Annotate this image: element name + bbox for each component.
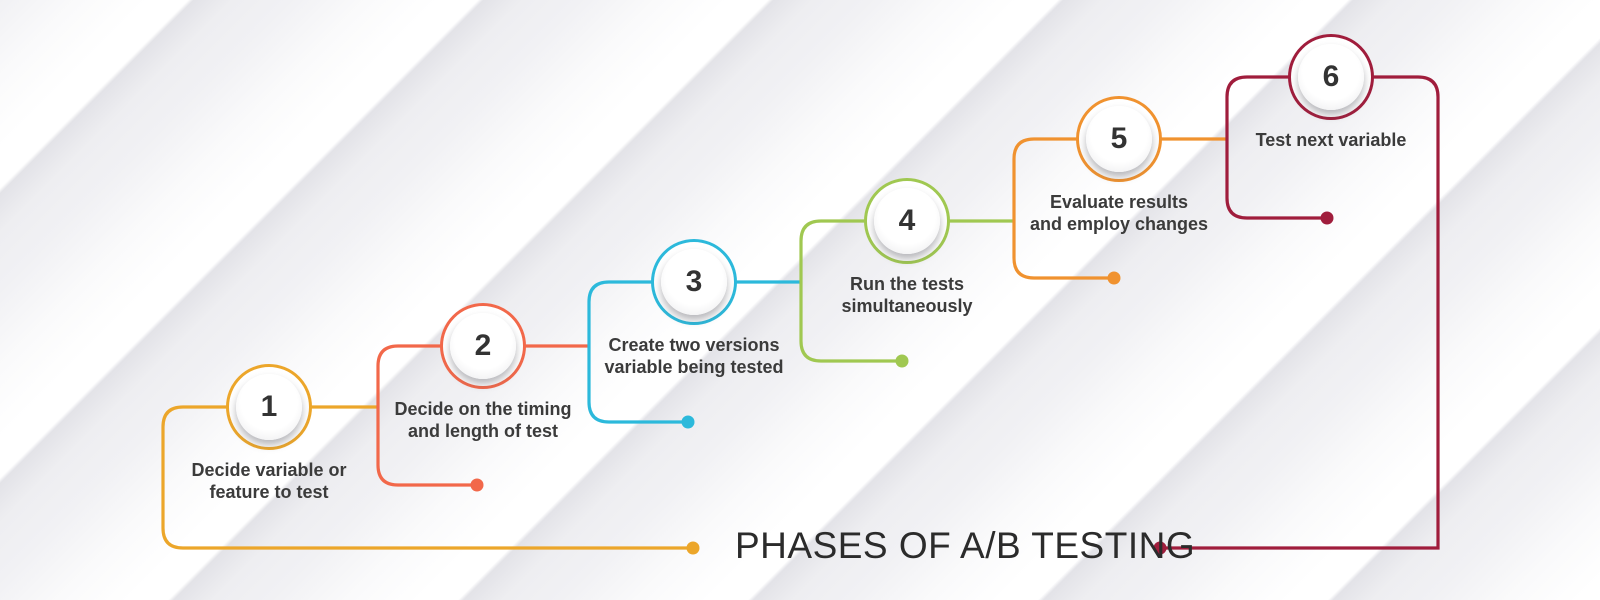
phase-4-connector (799, 219, 1014, 368)
phase-4-number: 4 (898, 204, 916, 237)
phase-2-hook-line (376, 344, 477, 487)
phase-6-end-dot (1153, 541, 1167, 555)
phase-4-hook-line (799, 219, 902, 363)
phase-6-connector (1153, 75, 1440, 555)
phase-3-disc: 3 (661, 249, 727, 315)
phase-2-number: 2 (474, 329, 492, 362)
phase-2-terminal-dot (470, 478, 484, 492)
phase-1-terminal-dot (686, 541, 700, 555)
phase-2-node: 2 (440, 303, 526, 389)
phase-3-hook-line (587, 280, 688, 424)
phase-5-connector (1012, 137, 1227, 285)
phase-4-node: 4 (864, 178, 950, 264)
phase-2-disc: 2 (450, 313, 516, 379)
phase-1-label: Decide variable or feature to test (191, 460, 347, 502)
phase-6-hook-line (1225, 75, 1327, 220)
phase-3-label: Create two versions variable being teste… (604, 335, 784, 377)
phase-1-hook-line (161, 405, 693, 550)
phase-5-hook-line (1012, 137, 1114, 280)
phase-1-node: 1 (226, 364, 312, 450)
phase-5-disc: 5 (1086, 106, 1152, 172)
phase-6-terminal-dot (1320, 211, 1334, 225)
phase-3-terminal-dot (681, 415, 695, 429)
phase-5-terminal-dot (1107, 271, 1121, 285)
phase-6-label: Test next variable (1255, 130, 1407, 150)
phase-3-number: 3 (685, 265, 703, 298)
phase-4-terminal-dot (895, 354, 909, 368)
phase-6-number: 6 (1322, 60, 1340, 93)
phase-1-number: 1 (260, 390, 278, 423)
phase-5-number: 5 (1110, 122, 1128, 155)
infographic-title: PHASES OF A/B TESTING (735, 525, 1196, 566)
phase-2-connector (376, 344, 589, 492)
phase-1-disc: 1 (236, 374, 302, 440)
phase-6-link-line (1160, 75, 1440, 550)
phase-4-label: Run the tests simultaneously (841, 274, 973, 316)
phase-5-label: Evaluate results and employ changes (1029, 192, 1209, 234)
phase-5-node: 5 (1076, 96, 1162, 182)
phase-6-disc: 6 (1298, 44, 1364, 110)
phase-4-disc: 4 (874, 188, 940, 254)
phase-3-node: 3 (651, 239, 737, 325)
phase-2-label: Decide on the timing and length of test (394, 399, 572, 441)
phase-6-node: 6 (1288, 34, 1374, 120)
phase-3-connector (587, 280, 801, 429)
phase-1-connector (161, 405, 700, 555)
